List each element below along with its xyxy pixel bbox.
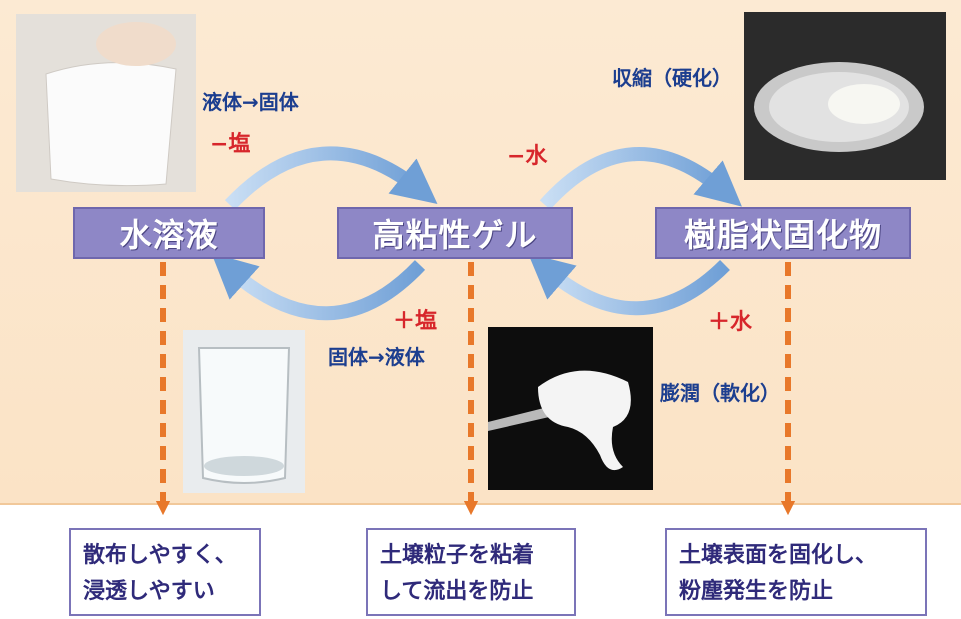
label-minus-salt: −塩 [210,132,251,157]
effect-solution: 散布しやすく、 浸透しやすい [69,528,261,616]
effect-resin: 土壌表面を固化し、 粉塵発生を防止 [665,528,927,616]
label-swell-soften: 膨潤（軟化） [660,381,780,405]
photo-resin-spoon [744,12,946,180]
label-plus-water: ＋水 [708,310,753,335]
photo-white-solid [16,14,196,192]
effect-gel: 土壌粒子を粘着 して流出を防止 [366,528,576,616]
effect-gel-line2: して流出を防止 [380,579,534,604]
effect-resin-line1: 土壌表面を固化し、 [679,543,878,568]
photo-gel-spoon [488,327,653,490]
effect-gel-line1: 土壌粒子を粘着 [380,543,535,568]
arrow-gel-to-solution [211,253,426,321]
photo-beaker [183,330,305,493]
arrow-gel-to-resin [539,147,742,210]
label-minus-water: −水 [507,144,548,169]
effect-resin-line2: 粉塵発生を防止 [679,579,834,604]
label-plus-salt: ＋塩 [393,309,438,334]
arrow-resin-to-gel [528,253,730,316]
arrow-solution-to-gel [224,146,438,210]
state-gel: 高粘性ゲル [337,207,573,259]
state-solution: 水溶液 [73,207,265,259]
label-shrink-harden: 収縮（硬化） [612,66,732,90]
effect-solution-line1: 散布しやすく、 [83,543,237,568]
label-liquid-to-solid: 液体→固体 [202,90,299,114]
label-solid-to-liquid: 固体→液体 [328,345,425,369]
effect-solution-line2: 浸透しやすい [83,579,215,604]
state-resin: 樹脂状固化物 [655,207,911,259]
